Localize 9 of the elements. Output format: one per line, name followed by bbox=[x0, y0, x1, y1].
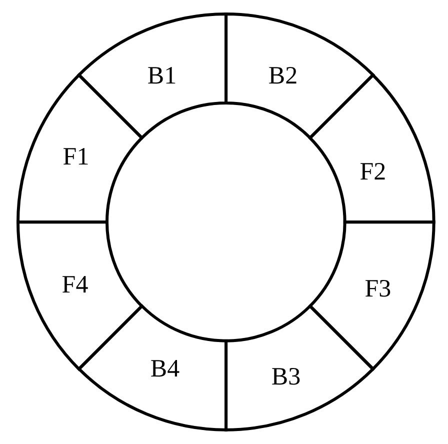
sector-label: B2 bbox=[268, 64, 298, 88]
sector-label: F4 bbox=[62, 272, 88, 298]
ring-sector bbox=[223, 303, 376, 433]
sector-label: B1 bbox=[147, 64, 177, 88]
sector-label: B3 bbox=[271, 364, 301, 390]
sector-label: F3 bbox=[364, 276, 392, 302]
sector-label: F1 bbox=[62, 144, 90, 170]
sector-label: B4 bbox=[150, 356, 180, 382]
sector-label: F2 bbox=[360, 159, 386, 184]
